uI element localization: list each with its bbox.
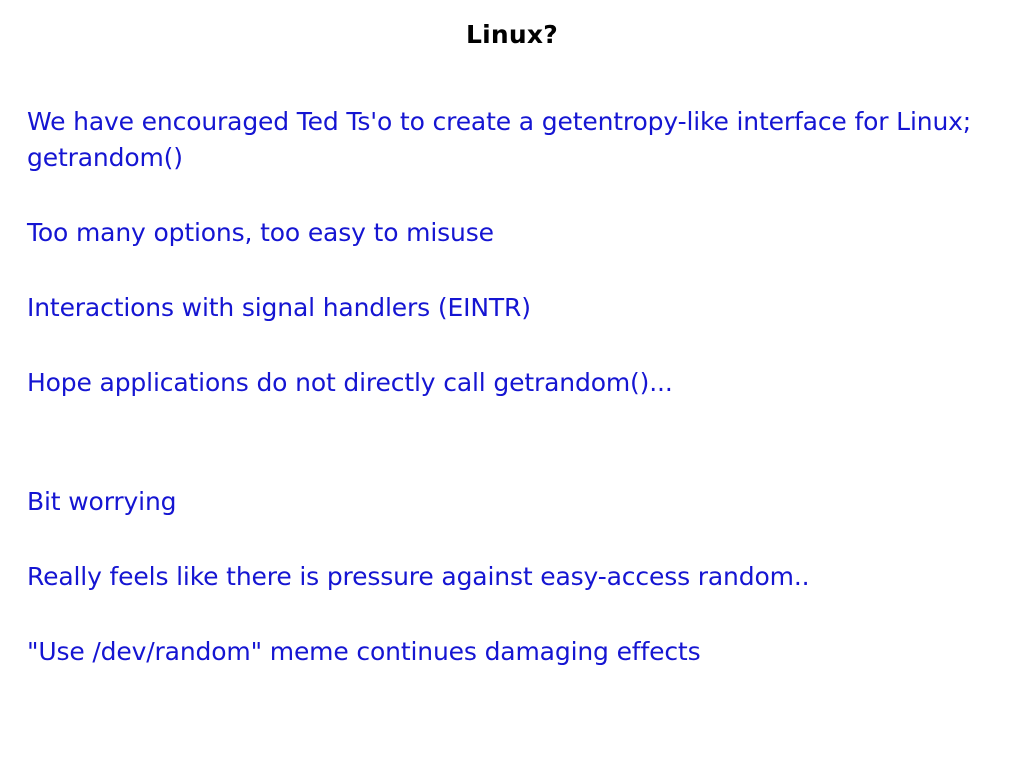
bullet-bit-worrying: Bit worrying — [27, 487, 177, 516]
bullet-getentropy-like-interface: We have encouraged Ted Ts'o to create a … — [27, 107, 979, 172]
bullet-hope-applications: Hope applications do not directly call g… — [27, 368, 673, 397]
slide-title: Linux? — [466, 20, 558, 49]
bullet-dev-random-meme: "Use /dev/random" meme continues damagin… — [27, 637, 701, 666]
slide-body: We have encouraged Ted Ts'o to create a … — [27, 104, 997, 670]
bullet-too-many-options: Too many options, too easy to misuse — [27, 218, 494, 247]
bullet-pressure-against-easy-access: Really feels like there is pressure agai… — [27, 562, 810, 591]
bullet-signal-handlers-eintr: Interactions with signal handlers (EINTR… — [27, 293, 531, 322]
